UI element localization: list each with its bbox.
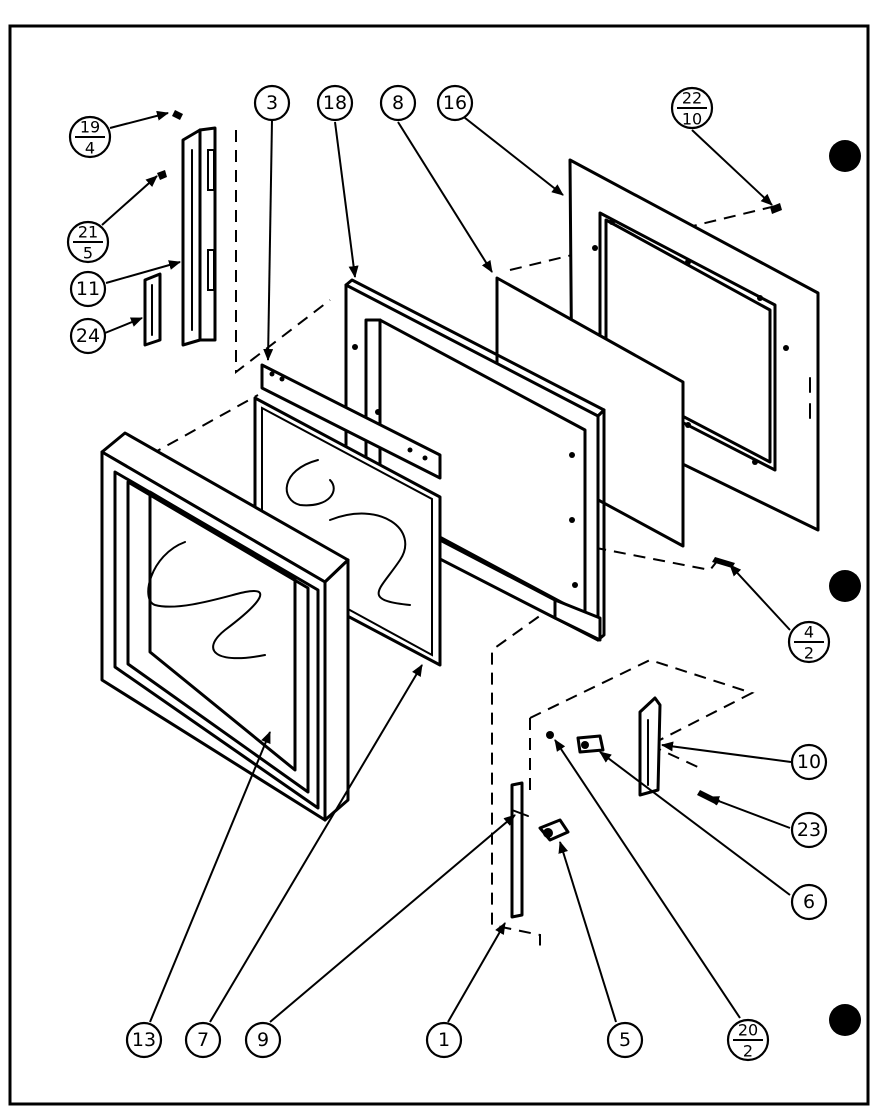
part-5-latch-cam bbox=[538, 818, 570, 842]
callout-23: 23 bbox=[790, 811, 828, 849]
callout-19-4: 19 4 bbox=[68, 115, 112, 159]
binding-hole-top bbox=[829, 140, 861, 172]
part-3-bracket-strip bbox=[260, 363, 442, 480]
callout-10-label: 10 bbox=[797, 751, 821, 773]
part-10-latch-plate bbox=[638, 696, 662, 797]
part-11-hinge-bracket bbox=[181, 126, 217, 347]
callout-9-label: 9 bbox=[257, 1029, 269, 1051]
callout-22-10-top: 22 bbox=[682, 89, 702, 108]
assembly-dashed-lines bbox=[149, 130, 781, 950]
callout-24: 24 bbox=[69, 317, 107, 355]
callout-16-label: 16 bbox=[443, 92, 467, 114]
callout-3: 3 bbox=[253, 84, 291, 122]
callout-22-10-bottom: 10 bbox=[682, 110, 702, 129]
binding-hole-middle bbox=[829, 570, 861, 602]
page-border bbox=[8, 24, 870, 1106]
callout-9: 9 bbox=[244, 1021, 282, 1059]
callout-10: 10 bbox=[790, 743, 828, 781]
callout-leaders bbox=[101, 110, 792, 1023]
callout-20-2: 20 2 bbox=[726, 1018, 770, 1062]
callout-18: 18 bbox=[316, 84, 354, 122]
callout-13-label: 13 bbox=[132, 1029, 156, 1051]
callout-7: 7 bbox=[184, 1021, 222, 1059]
callout-18-label: 18 bbox=[323, 92, 347, 114]
callout-16: 16 bbox=[436, 84, 474, 122]
callout-19-4-top: 19 bbox=[80, 118, 100, 137]
callout-8: 8 bbox=[379, 84, 417, 122]
callout-4-2: 4 2 bbox=[787, 620, 831, 664]
callout-11-label: 11 bbox=[76, 278, 100, 300]
binding-hole-bottom bbox=[829, 1004, 861, 1036]
callout-23-label: 23 bbox=[797, 819, 821, 841]
callout-4-2-top: 4 bbox=[804, 623, 814, 642]
callout-6-label: 6 bbox=[803, 891, 815, 913]
callout-7-label: 7 bbox=[197, 1029, 209, 1051]
callout-6: 6 bbox=[790, 883, 828, 921]
callout-1-label: 1 bbox=[438, 1029, 450, 1051]
callout-11: 11 bbox=[69, 270, 107, 308]
callout-21-5: 21 5 bbox=[66, 220, 110, 264]
callout-13: 13 bbox=[125, 1021, 163, 1059]
callout-20-2-bottom: 2 bbox=[743, 1042, 753, 1061]
callout-22-10: 22 10 bbox=[670, 86, 714, 130]
callout-21-5-top: 21 bbox=[78, 223, 98, 242]
part-6-latch-lever bbox=[576, 734, 605, 754]
callout-3-label: 3 bbox=[266, 92, 278, 114]
callout-5-label: 5 bbox=[619, 1029, 631, 1051]
part-24-hinge-block bbox=[143, 272, 162, 347]
callout-8-label: 8 bbox=[392, 92, 404, 114]
part-1-latch-rod bbox=[510, 781, 529, 919]
callout-24-label: 24 bbox=[76, 325, 100, 347]
callout-5: 5 bbox=[606, 1021, 644, 1059]
callout-20-2-top: 20 bbox=[738, 1021, 758, 1040]
callout-1: 1 bbox=[425, 1021, 463, 1059]
callout-4-2-bottom: 2 bbox=[804, 644, 814, 663]
callout-19-4-bottom: 4 bbox=[85, 139, 95, 158]
part-13-front-door-trim bbox=[100, 431, 350, 822]
callout-21-5-bottom: 5 bbox=[83, 244, 93, 263]
